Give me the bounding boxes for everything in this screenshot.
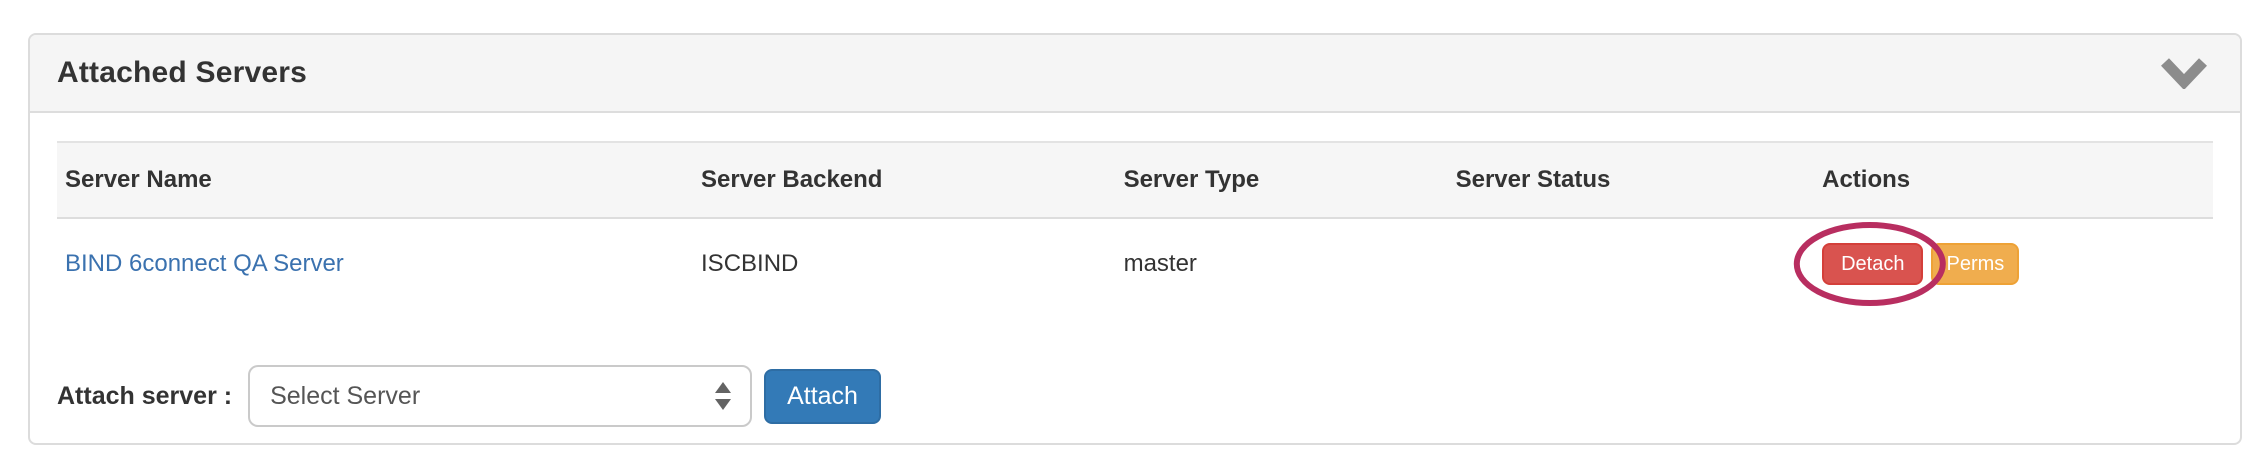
table-header-row: Server Name Server Backend Server Type S…: [57, 141, 2213, 219]
cell-server-name: BIND 6connect QA Server: [57, 218, 694, 309]
column-header-server-backend: Server Backend: [693, 141, 1116, 219]
column-header-server-type: Server Type: [1115, 141, 1448, 219]
attached-servers-panel: Attached Servers Server Name Server Back…: [28, 33, 2242, 445]
column-header-actions: Actions: [1814, 141, 2213, 219]
cell-server-type: master: [1115, 218, 1448, 309]
panel-title: Attached Servers: [57, 56, 307, 89]
column-header-server-name: Server Name: [57, 141, 694, 219]
attach-button[interactable]: Attach: [764, 368, 881, 424]
updown-arrows-icon: [714, 380, 732, 412]
server-select-value: Select Server: [270, 381, 421, 410]
server-name-link[interactable]: BIND 6connect QA Server: [65, 250, 344, 277]
table-row: BIND 6connect QA Server ISCBIND master D…: [57, 218, 2213, 309]
cell-server-backend: ISCBIND: [693, 218, 1116, 309]
attached-servers-table: Server Name Server Backend Server Type S…: [57, 141, 2213, 309]
perms-button[interactable]: Perms: [1931, 243, 2020, 285]
detach-button[interactable]: Detach: [1822, 243, 1924, 285]
panel-header: Attached Servers: [30, 35, 2240, 113]
cell-actions: Detach Perms: [1793, 218, 2213, 309]
chevron-down-icon[interactable]: [2160, 55, 2208, 91]
attach-server-row: Attach server : Select Server Attach: [57, 365, 2213, 427]
server-select[interactable]: Select Server: [248, 365, 753, 427]
column-header-server-status: Server Status: [1447, 141, 1815, 219]
cell-server-status: [1447, 218, 1815, 309]
panel-body: Server Name Server Backend Server Type S…: [30, 113, 2240, 427]
attach-server-label: Attach server :: [57, 381, 233, 410]
